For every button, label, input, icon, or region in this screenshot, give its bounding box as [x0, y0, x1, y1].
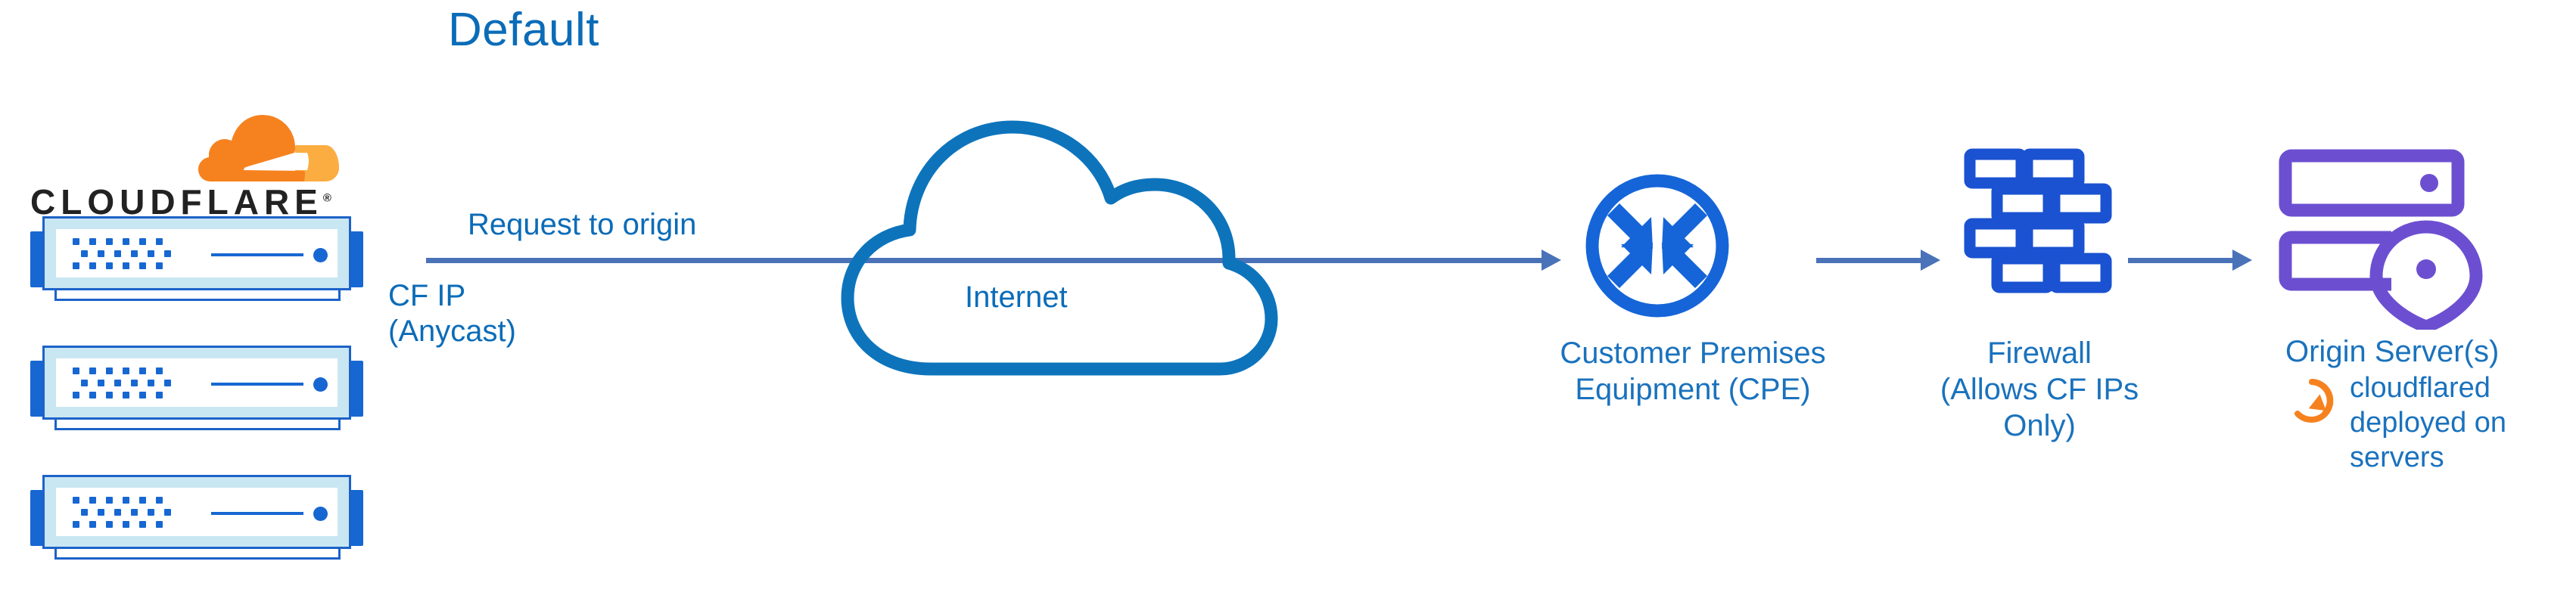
cpe-label: Customer Premises Equipment (CPE) — [1549, 335, 1837, 408]
firewall-to-origin-arrowhead — [2232, 250, 2252, 271]
cf-ip-line-1: CF IP — [388, 279, 466, 312]
main-flow-arrowhead — [1542, 250, 1561, 271]
server-port-grid — [73, 367, 181, 404]
page-title: Default — [448, 4, 599, 56]
cloudflared-deployment-label: cloudflared deployed on servers — [2350, 371, 2506, 475]
sync-circular-arrow-icon — [2294, 379, 2334, 423]
router-circle-arrows-icon — [1585, 174, 1729, 318]
wordmark-text: CLOUDFLARE — [30, 182, 323, 222]
server-port-grid — [73, 497, 181, 533]
server-slot-line — [211, 253, 303, 256]
cloudflared-line-2: deployed on — [2350, 407, 2507, 439]
server-status-led — [313, 377, 328, 392]
cpe-label-line-1: Customer Premises — [1560, 336, 1826, 370]
origin-server-label: Origin Server(s) — [2285, 335, 2500, 368]
cloudflare-edge-server-2 — [30, 344, 363, 433]
server-body — [42, 475, 351, 549]
registered-mark: ® — [322, 191, 331, 205]
server-front-panel — [56, 488, 338, 536]
cf-ip-anycast-label: CF IP (Anycast) — [388, 278, 516, 349]
cloudflare-logo: CLOUDFLARE® — [30, 112, 348, 222]
internet-cloud-icon — [841, 120, 1278, 376]
server-port-grid — [73, 238, 181, 274]
request-to-origin-label: Request to origin — [468, 208, 697, 241]
server-slot-line — [211, 512, 303, 515]
cloudflared-line-3: servers — [2350, 442, 2444, 473]
server-rack-location-pin-icon — [2279, 149, 2483, 330]
firewall-to-origin-line — [2128, 258, 2234, 263]
server-body — [42, 346, 351, 420]
internet-label: Internet — [965, 281, 1068, 314]
cpe-to-firewall-line — [1816, 258, 1922, 263]
firewall-label-line-1: Firewall — [1987, 336, 2092, 370]
firewall-label: Firewall (Allows CF IPs Only) — [1915, 335, 2164, 444]
firewall-label-line-2: (Allows CF IPs Only) — [1940, 373, 2139, 442]
brick-wall-icon — [1964, 148, 2112, 293]
cpe-label-line-2: Equipment (CPE) — [1575, 373, 1811, 406]
server-front-panel — [56, 229, 338, 278]
cloudflare-edge-server-3 — [30, 473, 363, 563]
server-body — [42, 216, 351, 290]
server-status-led — [313, 248, 328, 262]
server-slot-line — [211, 383, 303, 386]
cloudflared-line-1: cloudflared — [2350, 372, 2490, 404]
server-front-panel — [56, 358, 338, 407]
cloudflare-edge-server-1 — [30, 215, 363, 304]
cf-ip-line-2: (Anycast) — [388, 315, 516, 348]
cloudflare-wordmark: CLOUDFLARE® — [30, 181, 331, 222]
cpe-to-firewall-arrowhead — [1921, 250, 1940, 271]
main-flow-line — [426, 258, 1549, 263]
server-status-led — [313, 507, 328, 521]
cloudflare-cloud-mark — [198, 115, 339, 181]
